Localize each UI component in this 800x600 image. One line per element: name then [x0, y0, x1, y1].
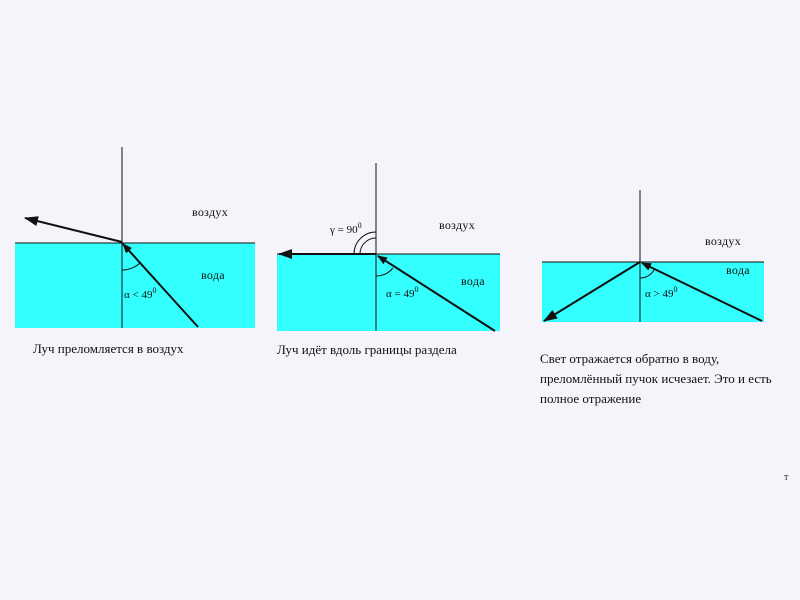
incident-ray — [122, 243, 199, 328]
water-region — [15, 243, 255, 328]
caption-total-reflection: Свет отражается обратно в воду, преломлё… — [540, 351, 772, 406]
angle-label: α < 490 — [124, 286, 156, 301]
water-label: вода — [461, 274, 485, 288]
angle-label: α = 490 — [386, 285, 418, 300]
reflected-ray — [543, 261, 641, 322]
water-label: вода — [726, 263, 750, 277]
refracted-ray — [24, 216, 123, 243]
incident-ray — [377, 255, 496, 332]
angle-arc — [121, 262, 141, 271]
corner-mark: т — [784, 472, 789, 483]
angle-label: α > 490 — [645, 285, 677, 300]
water-region — [277, 254, 500, 331]
gamma-arc — [353, 231, 377, 255]
angle-arc — [639, 269, 655, 279]
panel-total-reflection: воздух вода α > 490 — [542, 190, 764, 322]
caption-refraction: Луч преломляется в воздух — [33, 341, 184, 356]
water-label: вода — [201, 268, 225, 282]
gamma-arc-inner — [359, 237, 377, 255]
incident-ray — [641, 262, 763, 322]
air-label: воздух — [439, 218, 475, 232]
panel-refraction: воздух вода α < 490 — [15, 147, 255, 328]
panel-critical-angle: γ = 900 воздух вода α = 490 — [277, 163, 500, 332]
air-label: воздух — [705, 234, 741, 248]
gamma-label: γ = 900 — [329, 221, 362, 236]
caption-critical-angle: Луч идёт вдоль границы раздела — [277, 342, 457, 357]
air-label: воздух — [192, 205, 228, 219]
angle-arc — [375, 267, 394, 277]
